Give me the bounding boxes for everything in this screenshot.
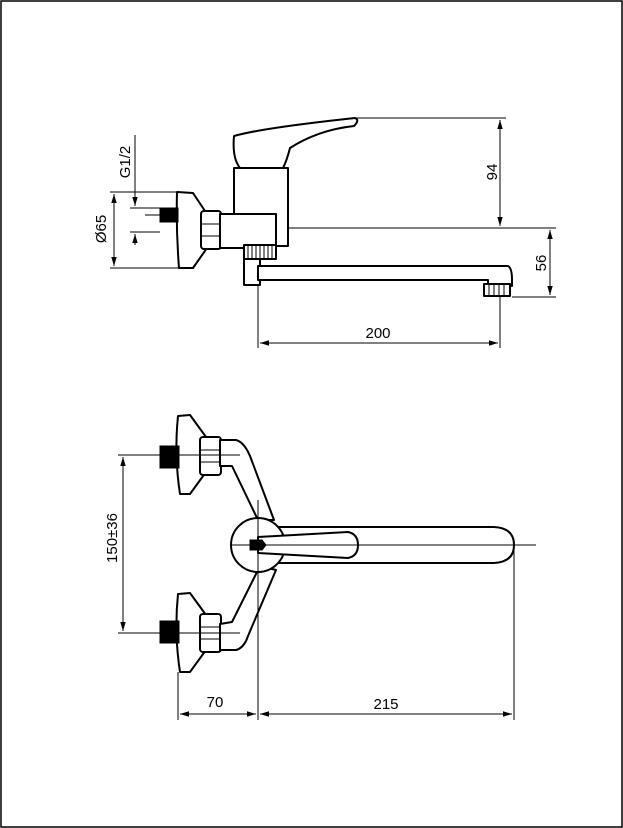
body-pipe [219, 213, 277, 249]
top-view: 150±36 70 215 [104, 414, 536, 720]
mixer-arms [219, 439, 275, 521]
dim-reach-label: 215 [373, 696, 398, 713]
dim-thread-label: G1/2 [117, 146, 134, 179]
dim-diameter-label: Ø65 [93, 215, 110, 243]
lower-inlet [159, 620, 180, 644]
dim-spout-length-label: 200 [365, 325, 390, 342]
threaded-inlet [159, 207, 179, 223]
union-nut [200, 210, 222, 250]
dim-height-label: 94 [484, 164, 501, 181]
upper-nut [199, 436, 222, 476]
side-view: 94 56 200 Ø65 G1/2 [93, 117, 556, 348]
mixer-arms-lower [219, 565, 277, 651]
lever-handle [232, 117, 359, 169]
dim-wall-distance-label: 70 [207, 694, 224, 711]
dim-inlet-spacing-label: 150±36 [104, 513, 121, 563]
aerator [483, 283, 511, 297]
spout [257, 265, 513, 287]
dim-spout-height-label: 56 [533, 255, 550, 272]
upper-inlet [159, 445, 180, 469]
